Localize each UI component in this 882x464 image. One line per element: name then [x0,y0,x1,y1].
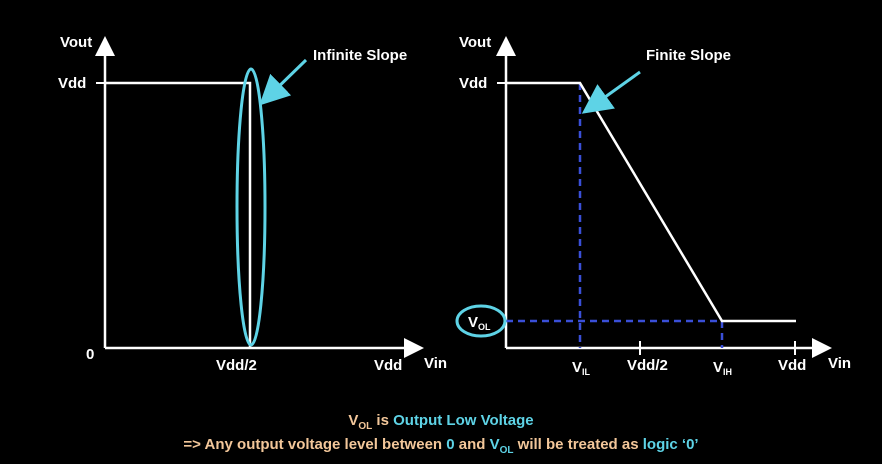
right-half-vdd-label: Vdd/2 [627,357,668,374]
infinite-slope-ellipse [235,67,267,347]
output-low-voltage-term: Output Low Voltage [393,412,534,429]
left-origin-label: 0 [86,346,94,363]
left-transfer-curve [105,81,252,348]
left-graph: Vout Vdd 0 Vdd/2 Vdd Vin Infinite Slope [58,34,447,374]
right-graph: VOL Vout Vdd VIL Vdd/2 VIH Vdd Vin Finit… [455,34,851,377]
vih-label: VIH [713,359,732,377]
right-y-axis-label: Vout [459,34,491,51]
right-transfer-curve [506,81,796,323]
infinite-slope-label: Infinite Slope [313,47,407,64]
right-vdd-label: Vdd [459,75,487,92]
finite-slope-label: Finite Slope [646,47,731,64]
caption-line-1: VOL is Output Low Voltage [348,412,534,432]
left-vdd-x-label: Vdd [374,357,402,374]
right-vdd-x-label: Vdd [778,357,806,374]
caption-line-2: => Any output voltage level between 0 an… [183,436,699,456]
left-y-axis-label: Vout [60,34,92,51]
vil-label: VIL [572,359,591,377]
infinite-slope-arrow [259,58,308,106]
left-half-vdd-label: Vdd/2 [216,357,257,374]
vol-ellipse [455,304,507,338]
logic-zero-term: logic ‘0’ [642,436,699,453]
right-x-axis-label: Vin [828,355,851,372]
left-vdd-label: Vdd [58,75,86,92]
finite-slope-arrow [581,70,641,114]
left-x-axis-label: Vin [424,355,447,372]
vol-label: VOL [468,314,491,332]
